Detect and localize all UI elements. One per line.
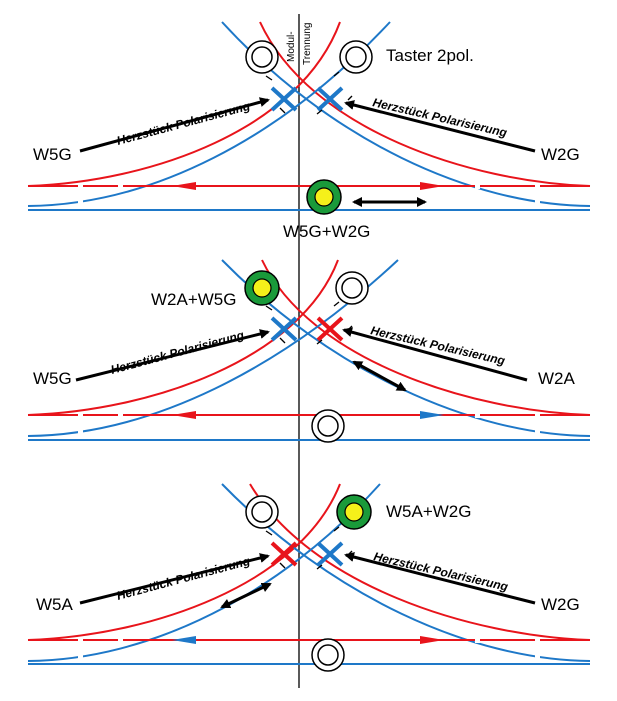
point-blade-left [172,182,196,190]
panel-3-left-polarity: Herzstück Polarisierung [115,554,252,603]
right-polarity-arrow [344,552,536,605]
modul-trennung-label-1: Modul- [286,31,297,62]
double-arrow-icon [220,582,272,609]
indicator-lamp-icon [244,270,280,306]
point-blade-right [420,411,444,419]
panel-3-right-polarity: Herzstück Polarisierung [372,549,510,594]
indicator-lamp-icon [336,494,372,530]
frog-cross-icon [270,86,298,112]
panel-2: W5G W2A Herzstück Polarisierung Herzstüc… [27,259,591,443]
point-blade-left [172,636,196,644]
double-arrow-icon [352,360,407,392]
track-blue-left-curve [27,483,381,662]
taster-label: Taster 2pol. [386,46,474,65]
panel-1-active-label: W5G+W2G [283,222,370,241]
push-button-icon[interactable] [339,40,373,74]
panel-3-right-label: W2G [541,595,580,614]
frog-cross-icon [270,541,298,567]
left-polarity-arrow [75,329,270,382]
push-button-icon[interactable] [311,409,345,443]
push-button-icon[interactable] [311,638,345,672]
frog-cross-icon [316,86,344,112]
frog-cross-icon [316,541,344,567]
panel-1-left-label: W5G [33,145,72,164]
frog-cross-icon [316,316,344,342]
push-button-icon[interactable] [245,40,279,74]
panel-2-right-polarity: Herzstück Polarisierung [369,323,507,368]
right-polarity-arrow [344,100,536,153]
track-red-left-curve [27,483,341,641]
left-polarity-arrow [79,97,270,153]
panel-1-left-polarity: Herzstück Polarisierung [115,99,252,148]
indicator-lamp-icon [306,179,342,215]
panel-2-left-label: W5G [33,369,72,388]
push-button-icon[interactable] [335,271,369,305]
frog-cross-icon [270,316,298,342]
point-blade-right [420,182,444,190]
panel-1-right-label: W2G [541,145,580,164]
push-button-icon[interactable] [245,495,279,529]
point-blade-left [172,411,196,419]
panel-3: W5A W2G Herzstück Polarisierung Herzstüc… [27,483,591,672]
left-polarity-arrow [79,553,270,605]
track-red-left-curve [27,21,341,187]
right-polarity-arrow [342,327,528,382]
panel-2-active-label: W2A+W5G [151,290,237,309]
panel-2-right-label: W2A [538,369,576,388]
point-blade-right [420,636,444,644]
track-red-left-curve [27,259,339,416]
panel-2-left-polarity: Herzstück Polarisierung [109,328,246,377]
track-red-right-curve [259,21,591,187]
panel-1-right-polarity: Herzstück Polarisierung [371,95,509,140]
modul-trennung-label-2: Trennung [302,23,313,65]
panel-3-active-label: W5A+W2G [386,502,472,521]
track-red-right-curve [249,483,591,641]
panel-3-left-label: W5A [36,595,74,614]
